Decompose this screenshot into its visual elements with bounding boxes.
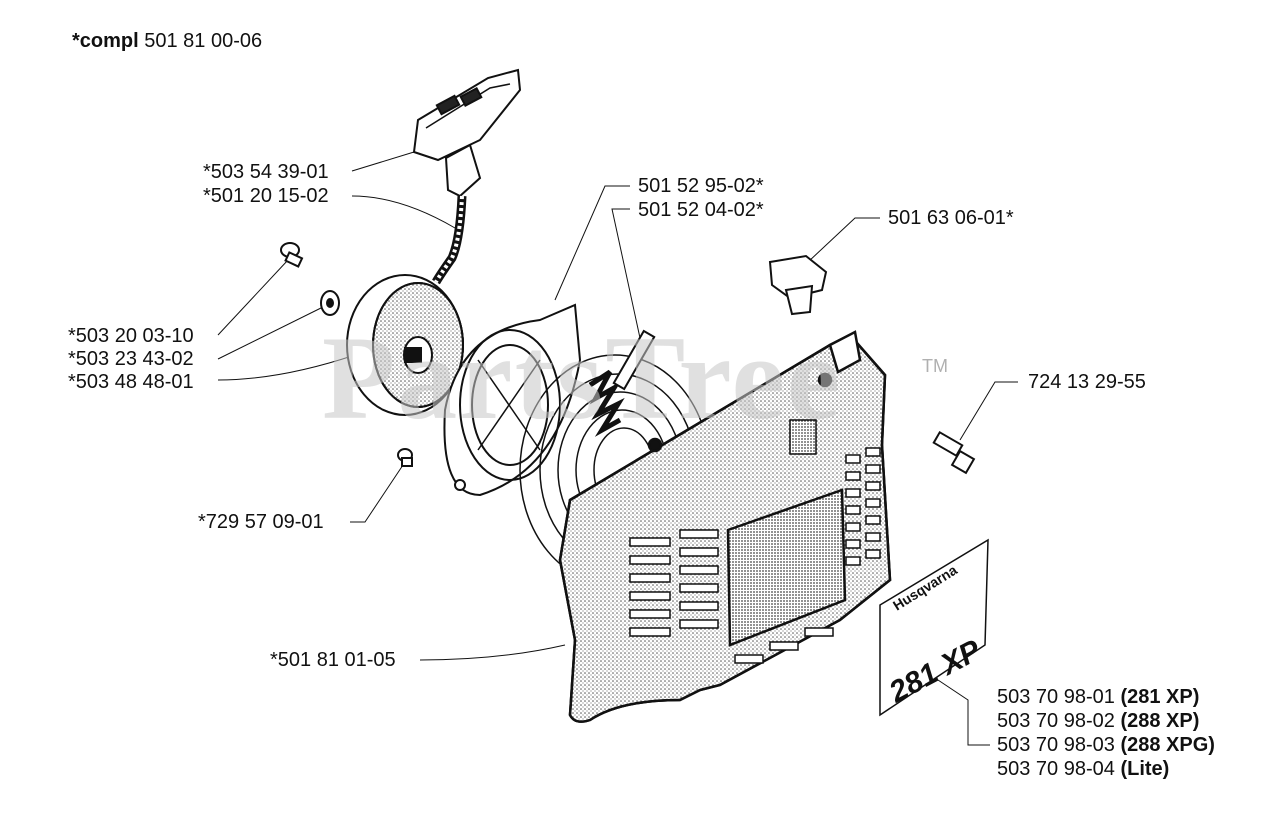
label-bolt: 724 13 29-55 [1028, 371, 1146, 393]
spring-housing [443, 303, 582, 497]
compl-number: 501 81 00-06 [144, 30, 263, 52]
leader-washer [217, 305, 326, 360]
washer [320, 290, 340, 316]
decal-part-model: (288 XPG) [1120, 734, 1215, 756]
leader-screw-small [350, 461, 406, 523]
leader-screw-top [217, 259, 289, 336]
label-washer: *503 23 43-02 [68, 348, 194, 370]
label-grommet: 501 63 06-01* [888, 207, 1014, 229]
decal-part-row: 503 70 98-01 (281 XP) [997, 686, 1199, 708]
leader-decal [934, 677, 990, 746]
leader-cover [419, 644, 566, 661]
leader-grommet [807, 217, 880, 263]
grommet [768, 254, 828, 316]
pulley [346, 274, 464, 416]
label-handle: *503 54 39-01 [203, 161, 329, 183]
decal-part-number: 503 70 98-03 [997, 734, 1115, 756]
leader-bolt [959, 381, 1018, 441]
leader-spring-a [554, 185, 630, 301]
bolt [932, 430, 976, 475]
label-cord: *501 20 15-02 [203, 185, 329, 207]
compl-prefix: *compl [72, 30, 139, 52]
decal-part-row: 503 70 98-04 (Lite) [997, 758, 1169, 780]
label-cover: *501 81 01-05 [270, 649, 396, 671]
label-pulley: *503 48 48-01 [68, 371, 194, 393]
label-spring-a: 501 52 95-02* [638, 175, 764, 197]
decal-part-model: (Lite) [1120, 758, 1170, 780]
label-screw-top: *503 20 03-10 [68, 325, 194, 347]
decal-part-number: 503 70 98-04 [997, 758, 1115, 780]
decal-part-number: 503 70 98-01 [997, 686, 1115, 708]
label-screw-small: *729 57 09-01 [198, 511, 324, 533]
screw-small [397, 448, 413, 467]
watermark-tm: TM [922, 356, 948, 376]
starter-handle [412, 68, 522, 198]
leader-handle [351, 151, 415, 172]
assembly-number: *compl 501 81 00-06 [72, 30, 262, 52]
leader-lines [217, 151, 1018, 746]
screw-top [280, 242, 304, 268]
watermark: PartsTree [322, 311, 842, 444]
decal-part-row: 503 70 98-02 (288 XP) [997, 710, 1199, 732]
leader-spring-b [611, 208, 641, 339]
label-spring-b: 501 52 04-02* [638, 199, 764, 221]
starter-cover [558, 330, 892, 723]
decal-part-model: (288 XP) [1120, 710, 1200, 732]
decal-part-number: 503 70 98-02 [997, 710, 1115, 732]
decal-part-row: 503 70 98-03 (288 XPG) [997, 734, 1215, 756]
leader-pulley [217, 354, 356, 381]
leader-cord [351, 195, 456, 229]
decal [879, 538, 989, 717]
decal-part-model: (281 XP) [1120, 686, 1200, 708]
